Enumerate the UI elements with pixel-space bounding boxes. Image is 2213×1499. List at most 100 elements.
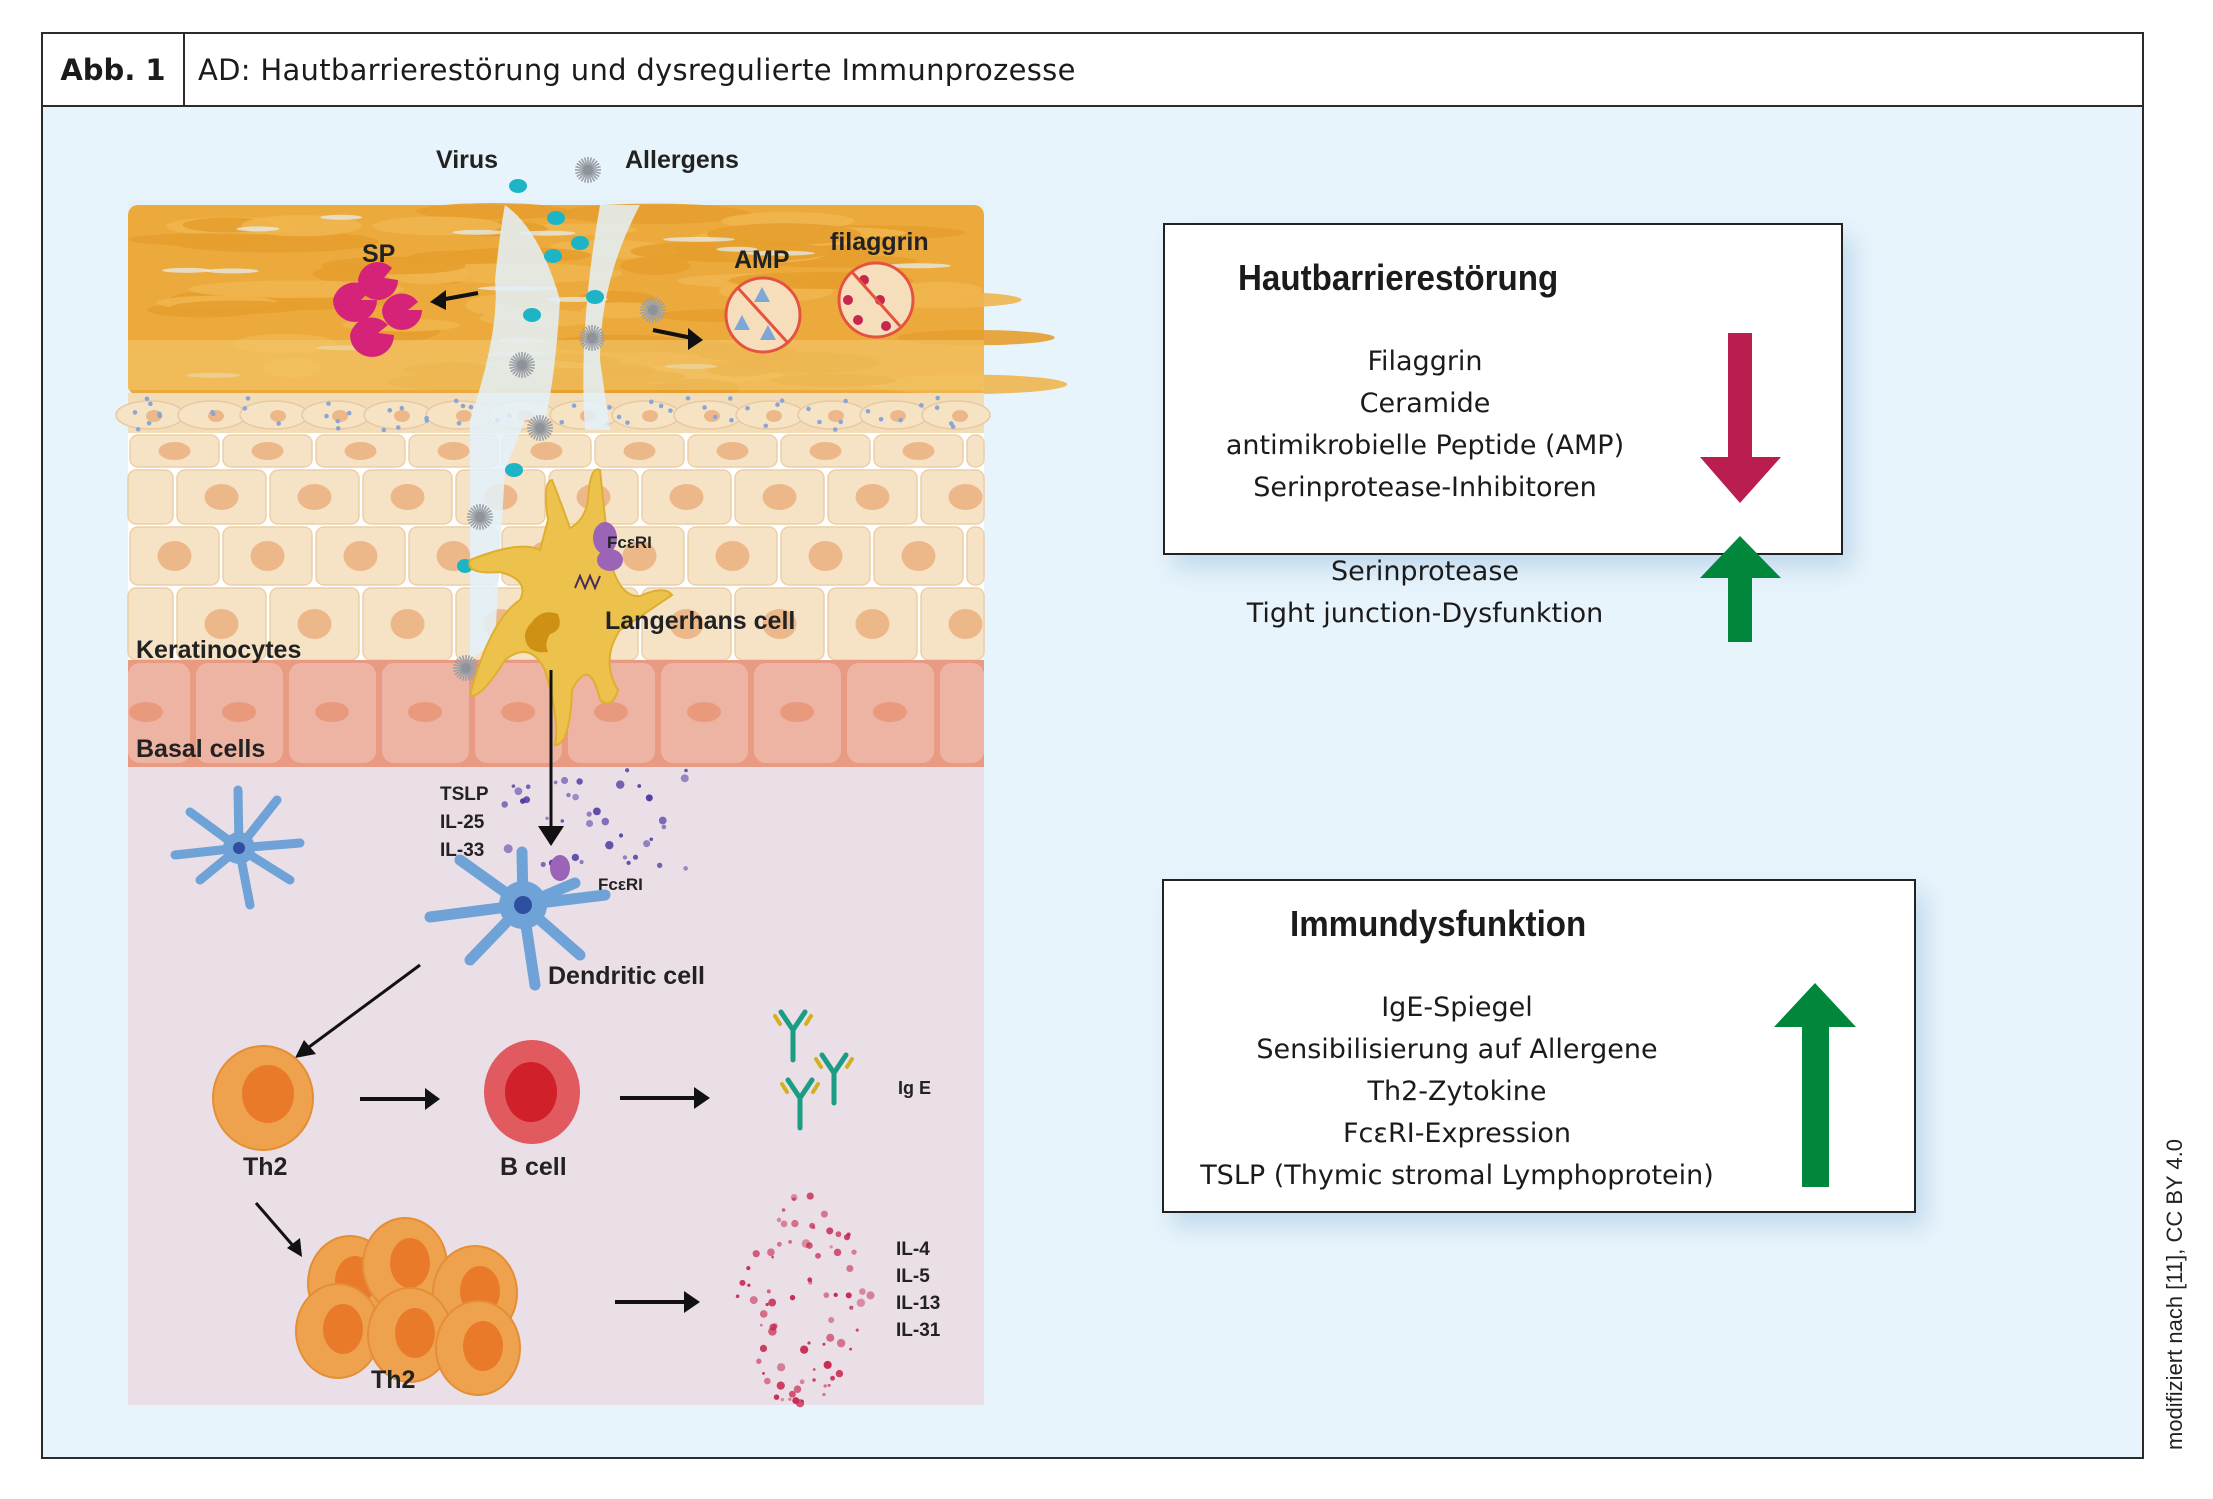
figure-number: Abb. 1 bbox=[43, 34, 185, 105]
label-il13: IL-13 bbox=[896, 1293, 940, 1314]
filaggrin-depleted-icon bbox=[837, 261, 915, 339]
cytokine-dot bbox=[823, 1360, 832, 1369]
cytokine-dot bbox=[823, 1384, 827, 1388]
cytokine-dot bbox=[680, 774, 689, 783]
th2-cell-icon bbox=[212, 1045, 314, 1151]
b-cell-icon bbox=[484, 1040, 580, 1144]
cytokine-dot bbox=[571, 853, 580, 862]
cytokine-dot bbox=[829, 1245, 833, 1249]
allergen-icon bbox=[467, 504, 493, 530]
cytokine-dot bbox=[523, 796, 531, 804]
cytokine-dot bbox=[809, 1222, 816, 1229]
cytokine-dot bbox=[572, 793, 579, 801]
list-item: Serinprotease bbox=[1330, 556, 1520, 587]
cytokine-dot bbox=[618, 833, 624, 838]
list-item: Th2-Zytokine bbox=[1367, 1076, 1547, 1107]
cytokine-dot bbox=[622, 855, 628, 860]
cytokine-dot bbox=[789, 1294, 796, 1301]
cytokine-dot bbox=[771, 1255, 774, 1259]
cytokine-dot bbox=[807, 1341, 811, 1345]
cytokine-dot bbox=[833, 1292, 838, 1298]
th2-cluster-icon bbox=[295, 1217, 521, 1396]
label-keratinocytes: Keratinocytes bbox=[136, 636, 301, 664]
label-amp: AMP bbox=[734, 246, 790, 274]
virus-icon bbox=[547, 211, 565, 225]
arrow-th2-to-cluster-icon bbox=[254, 1202, 302, 1257]
cytokine-dot bbox=[812, 1368, 816, 1371]
arrow-dc-to-th2-icon bbox=[295, 963, 421, 1058]
cytokine-dot bbox=[683, 866, 688, 871]
list-item: FcεRI-Expression bbox=[1343, 1118, 1571, 1149]
cytokine-dot bbox=[545, 816, 549, 820]
arrow-down-icon bbox=[1700, 333, 1781, 503]
cytokine-dot bbox=[781, 1208, 786, 1212]
label-fceri-langerhans: FcεRI bbox=[607, 533, 652, 552]
label-langerhans-cell: Langerhans cell bbox=[605, 607, 795, 635]
barrier-gap-right bbox=[583, 205, 640, 430]
label-th2-cluster: Th2 bbox=[371, 1366, 415, 1394]
cytokine-dot bbox=[799, 1379, 805, 1385]
virus-icon bbox=[505, 463, 523, 477]
list-item: Sensibilisierung auf Allergene bbox=[1256, 1034, 1658, 1065]
cytokine-dot bbox=[592, 807, 601, 816]
cytokine-dot bbox=[791, 1219, 799, 1228]
cytokine-dot bbox=[656, 862, 663, 869]
granular-layer bbox=[115, 393, 991, 433]
arrow-bcell-to-ige-icon bbox=[620, 1087, 710, 1109]
cytokine-dot bbox=[658, 816, 667, 825]
label-il25: IL-25 bbox=[440, 812, 485, 833]
migration-arrow-icon bbox=[538, 670, 564, 846]
list-item: IgE-Spiegel bbox=[1381, 992, 1533, 1023]
cytokine-dot bbox=[560, 819, 565, 823]
cytokine-dot bbox=[773, 1394, 780, 1400]
label-il33: IL-33 bbox=[440, 840, 484, 861]
label-il31: IL-31 bbox=[896, 1320, 941, 1341]
label-ige: Ig E bbox=[898, 1078, 931, 1098]
barrier-decreased-list: Filaggrin Ceramide antimikrobielle Pepti… bbox=[1165, 341, 1685, 509]
arrow-up-icon bbox=[1774, 983, 1856, 1187]
cytokine-dot bbox=[566, 792, 571, 798]
list-item: antimikrobielle Peptide (AMP) bbox=[1225, 430, 1625, 461]
arrow-th2-to-bcell-icon bbox=[360, 1088, 440, 1110]
allergen-icon bbox=[453, 655, 479, 681]
cytokine-dot bbox=[822, 1392, 826, 1397]
cytokine-dot bbox=[835, 1231, 842, 1238]
cytokine-dot bbox=[561, 776, 569, 785]
immune-increased-list: IgE-Spiegel Sensibilisierung auf Allerge… bbox=[1164, 987, 1750, 1197]
cytokine-dot bbox=[851, 1249, 857, 1255]
list-item: Filaggrin bbox=[1367, 346, 1483, 377]
ige-antibody-icon bbox=[773, 1009, 854, 1131]
allergen-icon bbox=[579, 325, 605, 351]
arrow-th2-to-cytokines-icon bbox=[615, 1291, 700, 1313]
cytokine-dot bbox=[780, 1220, 788, 1228]
cytokine-dot bbox=[764, 1377, 771, 1385]
cytokine-dot bbox=[833, 1248, 842, 1257]
cytokine-dot bbox=[780, 1397, 785, 1402]
keratinocyte-cell bbox=[127, 469, 174, 525]
cytokine-dot bbox=[849, 1305, 854, 1310]
dendritic-cell-small-icon bbox=[170, 785, 305, 910]
cytokine-dot bbox=[793, 1385, 802, 1393]
cytokine-dot bbox=[812, 1226, 816, 1230]
figure-title: AD: Hautbarrierestörung und dysreguliert… bbox=[198, 52, 1076, 87]
cytokine-dot bbox=[830, 1375, 836, 1381]
virus-icon bbox=[544, 249, 562, 263]
cytokine-dot bbox=[739, 1279, 746, 1286]
cytokine-dot bbox=[684, 768, 688, 773]
cytokine-dot bbox=[801, 1399, 804, 1403]
cytokine-dot bbox=[586, 820, 594, 828]
cytokine-dot bbox=[605, 840, 614, 850]
virus-icon bbox=[571, 236, 589, 250]
cytokine-dot bbox=[836, 1338, 846, 1348]
panel-barrier-title: Hautbarrierestörung bbox=[1238, 257, 1559, 298]
cytokine-dot bbox=[846, 1264, 854, 1273]
cytokine-dot bbox=[776, 1241, 782, 1247]
label-basal-cells: Basal cells bbox=[136, 735, 265, 763]
cytokine-dot bbox=[756, 1358, 762, 1364]
cytokine-dot bbox=[503, 844, 513, 854]
cytokine-dot bbox=[856, 1298, 866, 1308]
cytokine-dot bbox=[835, 1369, 844, 1378]
cytokine-dot bbox=[759, 1323, 763, 1327]
cytokine-dot bbox=[799, 1345, 809, 1354]
cytokine-dot bbox=[752, 1250, 760, 1258]
